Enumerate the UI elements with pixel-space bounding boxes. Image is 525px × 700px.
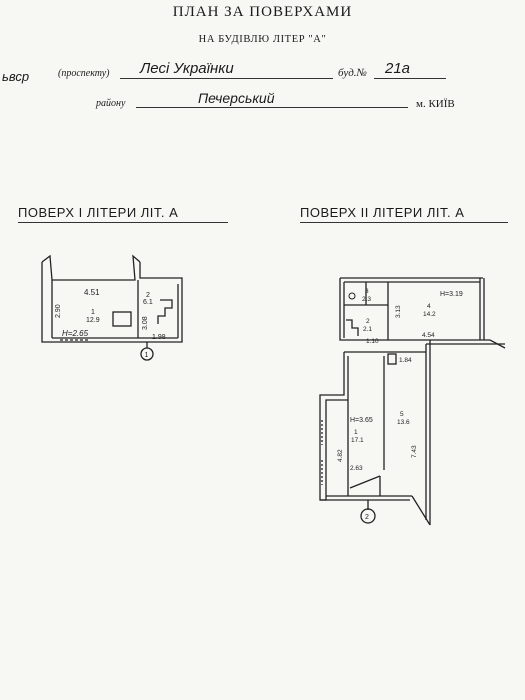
f1-dim-top: 4.51 (84, 288, 100, 297)
f2-height-bottom: H=3.65 (350, 417, 373, 424)
f2-section-marker: 2 (365, 514, 369, 521)
f1-room2-area: 6.1 (143, 299, 153, 306)
f2-dim-454: 4.54 (422, 332, 435, 339)
f1-room1-num: 1 (91, 309, 95, 316)
f2-dim-263: 2.63 (350, 465, 363, 472)
f2-room3-area: 2.3 (362, 296, 371, 303)
f1-section-marker: 1 (145, 352, 149, 359)
f1-height: H=2.65 (62, 329, 89, 338)
f2-dim-184: 1.84 (399, 357, 412, 364)
f2-room4-area: 14.2 (423, 311, 436, 318)
f2-room2-num: 2 (366, 318, 370, 325)
f1-dim-stair: 3.08 (142, 316, 149, 330)
building-number: 21а (385, 60, 411, 77)
street-underline (120, 78, 333, 79)
district-underline (136, 107, 408, 108)
handwritten-prefix: ьвср (2, 69, 30, 84)
f2-height-top: H=3.19 (440, 291, 463, 298)
f1-dim-bottom: 1.98 (152, 334, 166, 341)
street-name: Лесі Українки (140, 60, 234, 77)
f2-room5-num: 5 (400, 411, 404, 418)
f2-room3-num: 3 (365, 288, 369, 295)
city-label: м. КИЇВ (416, 98, 455, 110)
floor1-title: ПОВЕРХ І ЛІТЕРИ ЛІТ. А (18, 205, 228, 223)
f2-room5-area: 13.6 (397, 419, 410, 426)
f2-dim-313: 3.13 (395, 305, 402, 318)
f2-dim-110: 1.10 (366, 338, 379, 345)
f2-room1-num: 1 (354, 429, 358, 436)
street-type-label: (проспекту) (58, 68, 110, 79)
f2-dim-482: 4.82 (337, 449, 344, 462)
building-underline (374, 78, 446, 79)
f1-dim-left: 2.90 (55, 304, 62, 318)
f2-room2-area: 2.1 (363, 326, 372, 333)
f2-dim-743: 7.43 (411, 445, 418, 458)
document-title: ПЛАН ЗА ПОВЕРХАМИ (172, 4, 353, 20)
floor2-title: ПОВЕРХ ІІ ЛІТЕРИ ЛІТ. А (300, 205, 508, 223)
document-subtitle: НА БУДІВЛЮ ЛІТЕР "А" (198, 34, 327, 45)
district-name: Печерський (198, 90, 275, 106)
f1-room2-num: 2 (146, 292, 150, 299)
f2-room4-num: 4 (427, 303, 431, 310)
building-label: буд.№ (338, 67, 367, 79)
f2-room1-area: 17.1 (351, 437, 364, 444)
f1-room1-area: 12.9 (86, 317, 100, 324)
district-label: району (96, 98, 126, 109)
